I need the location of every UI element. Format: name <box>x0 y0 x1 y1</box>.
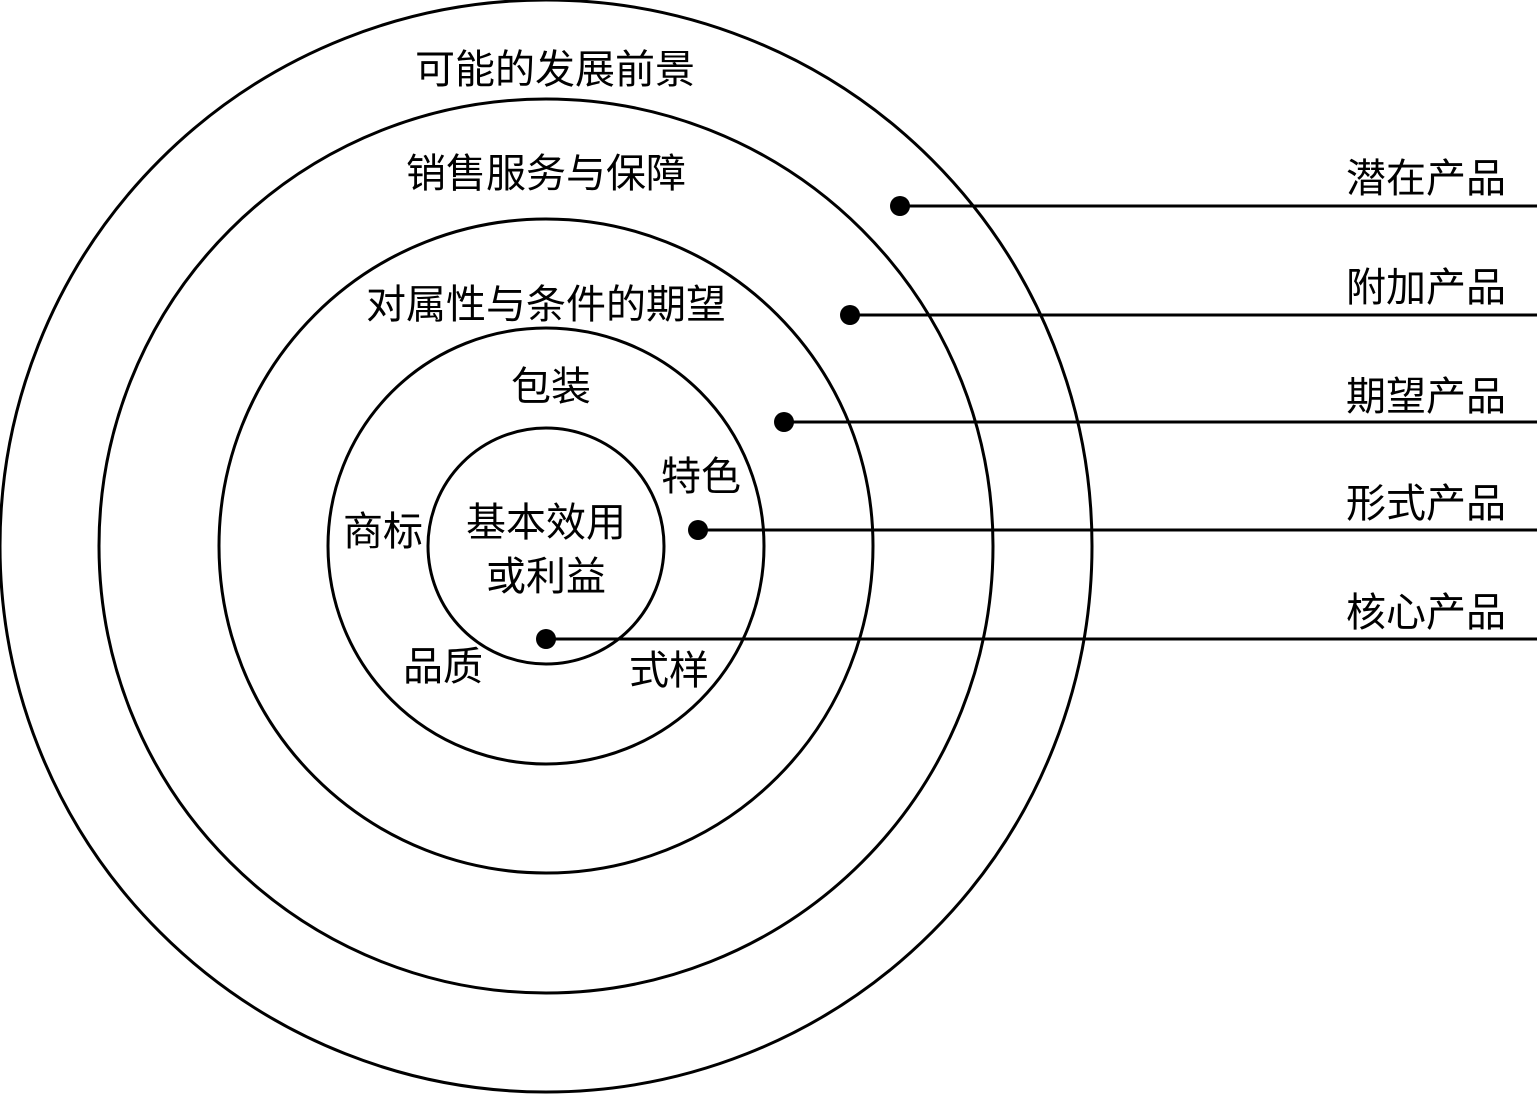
layer-label-core: 核心产品 <box>1346 590 1506 636</box>
formal-item-quality: 品质 <box>403 644 483 690</box>
layer-label-augmented: 附加产品 <box>1346 265 1506 311</box>
ring-potential <box>0 0 1094 1094</box>
leader-dot-core <box>536 629 556 649</box>
potential-item-label: 可能的发展前景 <box>415 47 695 93</box>
ring-augmented <box>97 97 995 995</box>
core-item-line2: 或利益 <box>486 554 606 600</box>
formal-item-style: 式样 <box>629 648 709 694</box>
formal-item-packaging: 包装 <box>511 364 591 410</box>
layer-label-potential: 潜在产品 <box>1346 156 1506 202</box>
layer-label-expected: 期望产品 <box>1346 374 1506 420</box>
leader-dot-formal <box>688 520 708 540</box>
ring-core <box>426 426 666 666</box>
leader-dot-augmented <box>840 305 860 325</box>
formal-item-features: 特色 <box>661 454 741 500</box>
layer-label-formal: 形式产品 <box>1346 481 1506 527</box>
core-item-line1: 基本效用 <box>466 500 626 546</box>
augmented-item-label: 销售服务与保障 <box>406 151 686 197</box>
ring-formal <box>326 326 766 766</box>
leader-dot-expected <box>774 412 794 432</box>
expected-item-label: 对属性与条件的期望 <box>366 282 726 328</box>
leader-dot-potential <box>890 196 910 216</box>
ring-expected <box>217 217 875 875</box>
formal-item-brand: 商标 <box>343 509 423 555</box>
